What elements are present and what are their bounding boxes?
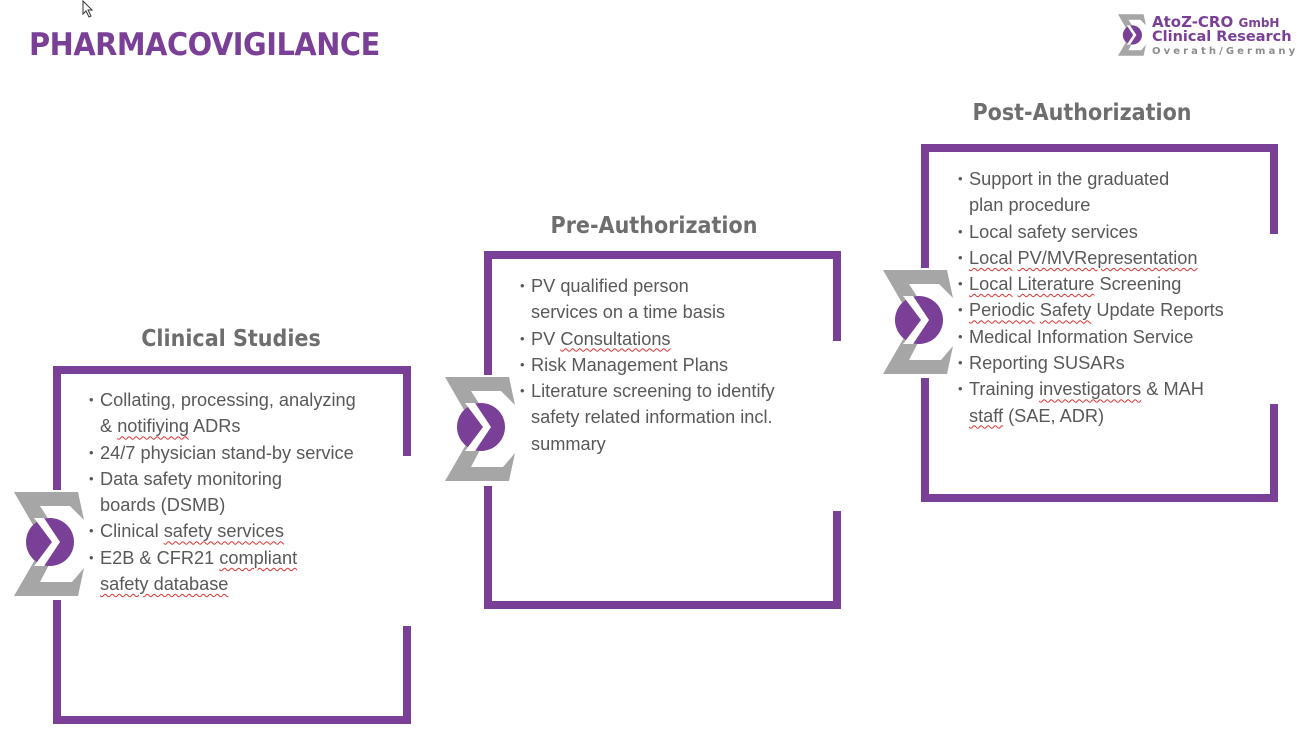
sigma-logo-icon [883,270,953,374]
logo-tagline: Clinical Research [1152,29,1292,45]
logo-company-name: AtoZ-CRO GmbH [1152,13,1280,31]
sigma-logo-icon [1118,14,1146,56]
list-item: PV Consultations [520,326,775,353]
list-item: Local PV/MVRepresentation [958,245,1224,272]
section-title-pre-authorization: Pre-Authorization [550,213,758,239]
list-item: Medical Information Service [958,324,1224,351]
list-item: 24/7 physician stand-by service [89,440,356,467]
mouse-cursor-icon [82,0,94,18]
sigma-logo-icon [14,492,84,596]
list-item: Risk Management Plans [520,352,775,379]
list-item: Local Literature Screening [958,271,1224,298]
logo-location: Overath/Germany [1152,46,1299,57]
clinical-studies-list: Collating, processing, analyzing& notifi… [89,387,356,598]
list-item: Reporting SUSARs [958,350,1224,377]
list-item: Collating, processing, analyzing& notifi… [89,387,356,440]
list-item: Local safety services [958,219,1224,246]
sigma-logo-icon [445,377,515,481]
section-title-post-authorization: Post-Authorization [972,100,1192,126]
list-item: Clinical safety services [89,518,356,545]
page-title: PHARMACOVIGILANCE [29,27,380,63]
section-title-clinical-studies: Clinical Studies [141,326,321,352]
company-logo: AtoZ-CRO GmbH Clinical Research Overath/… [1118,12,1298,60]
list-item: Periodic Safety Update Reports [958,297,1224,324]
